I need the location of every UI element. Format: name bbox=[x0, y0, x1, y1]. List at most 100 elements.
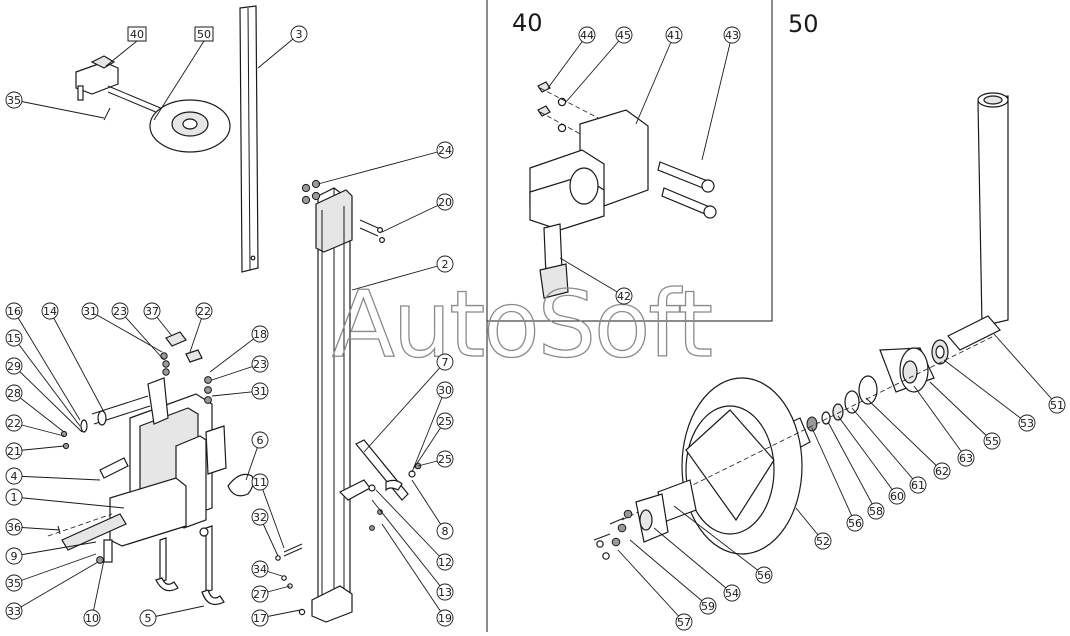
callout-3: 3 bbox=[257, 25, 308, 69]
callout-circle bbox=[436, 193, 454, 211]
callout-circle bbox=[436, 412, 454, 430]
box-label-number: 50 bbox=[197, 28, 211, 41]
callout-51: 51 bbox=[993, 333, 1066, 414]
callout-59: 59 bbox=[629, 539, 717, 615]
callout-circle bbox=[909, 476, 927, 494]
callout-number: 16 bbox=[7, 305, 21, 318]
callout-58: 58 bbox=[827, 421, 885, 520]
callout-circle bbox=[436, 353, 454, 371]
callout-number: 34 bbox=[253, 563, 267, 576]
callout-number: 57 bbox=[677, 616, 691, 629]
callout-circle bbox=[5, 442, 23, 460]
callout-number: 19 bbox=[438, 612, 452, 625]
callout-number: 2 bbox=[442, 258, 449, 271]
callout-31: 31 bbox=[81, 302, 163, 353]
callout-number: 28 bbox=[7, 387, 21, 400]
callout-number: 21 bbox=[7, 445, 21, 458]
callout-circle bbox=[755, 566, 773, 584]
callout-leader bbox=[13, 561, 99, 612]
callout-number: 27 bbox=[253, 588, 267, 601]
callout-number: 1 bbox=[11, 491, 18, 504]
callout-number: 29 bbox=[7, 360, 21, 373]
callout-circle bbox=[436, 255, 454, 273]
box-label-frame bbox=[127, 26, 147, 42]
callout-number: 35 bbox=[7, 94, 21, 107]
callout-leader bbox=[837, 415, 898, 497]
callout-leader bbox=[13, 337, 81, 427]
callout-number: 56 bbox=[848, 517, 862, 530]
callout-circle bbox=[888, 487, 906, 505]
callout-circle bbox=[436, 553, 454, 571]
callout-number: 31 bbox=[253, 385, 267, 398]
callout-13: 13 bbox=[371, 499, 454, 601]
callout-circle bbox=[1048, 396, 1066, 414]
box-label-40: 40 bbox=[105, 26, 147, 67]
callout-number: 25 bbox=[438, 453, 452, 466]
callout-6: 6 bbox=[245, 431, 269, 481]
callout-44: 44 bbox=[547, 26, 596, 89]
callout-leader bbox=[13, 422, 65, 437]
callout-35: 35 bbox=[5, 91, 105, 119]
callout-leader bbox=[653, 527, 733, 594]
callout-circle bbox=[933, 462, 951, 480]
callout-30: 30 bbox=[411, 381, 454, 473]
callout-circle bbox=[290, 25, 308, 43]
callout-circle bbox=[251, 325, 269, 343]
callout-circle bbox=[723, 584, 741, 602]
callout-42: 42 bbox=[559, 257, 633, 305]
callout-leader bbox=[119, 310, 165, 361]
callout-63: 63 bbox=[913, 385, 975, 467]
callout-number: 22 bbox=[7, 417, 21, 430]
callout-circle bbox=[83, 609, 101, 627]
callout-leader bbox=[317, 149, 446, 185]
callout-number: 15 bbox=[7, 332, 21, 345]
callout-circle bbox=[957, 449, 975, 467]
callout-circle bbox=[846, 514, 864, 532]
callout-number: 42 bbox=[617, 290, 631, 303]
callout-number: 51 bbox=[1050, 399, 1064, 412]
tube-part-3 bbox=[239, 5, 259, 273]
callout-number: 24 bbox=[438, 144, 452, 157]
callout-number: 61 bbox=[911, 479, 925, 492]
callout-leader bbox=[13, 541, 97, 557]
callout-32: 32 bbox=[251, 508, 279, 557]
callout-circle bbox=[5, 302, 23, 320]
callout-23: 23 bbox=[211, 355, 269, 381]
callout-circle bbox=[111, 302, 129, 320]
bracket-assembly bbox=[47, 377, 227, 605]
callout-circle bbox=[251, 355, 269, 373]
callout-35: 35 bbox=[5, 553, 97, 592]
callout-circle bbox=[81, 302, 99, 320]
callout-number: 62 bbox=[935, 465, 949, 478]
callout-number: 8 bbox=[442, 525, 449, 538]
callout-circle bbox=[983, 432, 1001, 450]
callout-1: 1 bbox=[5, 488, 125, 509]
callout-20: 20 bbox=[381, 193, 454, 233]
callout-52: 52 bbox=[795, 507, 832, 550]
box-label-leader bbox=[153, 40, 205, 121]
callout-29: 29 bbox=[5, 357, 83, 433]
callout-4: 4 bbox=[5, 467, 101, 485]
callout-41: 41 bbox=[635, 26, 683, 125]
callout-leader bbox=[993, 333, 1058, 406]
callout-19: 19 bbox=[381, 523, 454, 627]
callout-leader bbox=[259, 481, 285, 549]
callout-circle bbox=[5, 91, 23, 109]
callout-leader bbox=[701, 34, 733, 161]
section-title-40: 40 bbox=[512, 9, 543, 37]
box-label-leader bbox=[105, 40, 138, 67]
callout-2: 2 bbox=[351, 255, 454, 291]
callout-circle bbox=[251, 560, 269, 578]
callout-leader bbox=[865, 397, 943, 472]
section-title-50: 50 bbox=[788, 10, 819, 38]
cone-part-6 bbox=[227, 473, 254, 497]
callout-number: 58 bbox=[869, 505, 883, 518]
callout-leader bbox=[13, 392, 65, 433]
callout-leader bbox=[49, 310, 105, 413]
callout-15: 15 bbox=[5, 329, 81, 427]
callout-56: 56 bbox=[673, 505, 773, 584]
callout-number: 55 bbox=[985, 435, 999, 448]
callout-leader bbox=[363, 361, 446, 453]
